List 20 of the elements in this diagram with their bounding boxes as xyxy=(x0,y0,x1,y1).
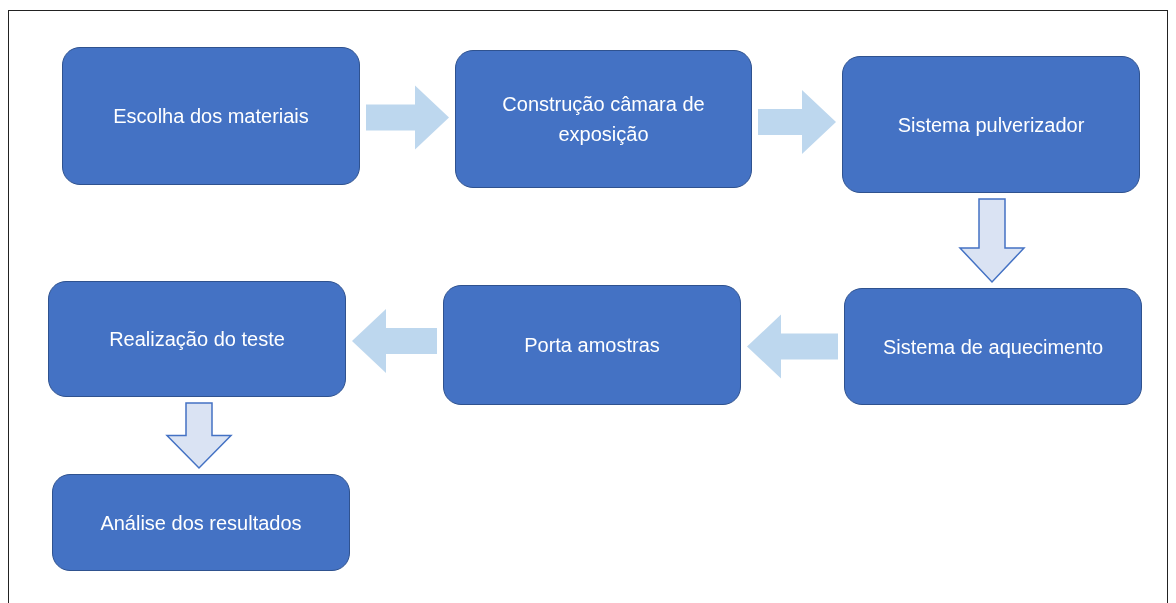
process-box xyxy=(844,288,1142,405)
box-label: Porta amostras xyxy=(524,333,660,358)
block-arrow xyxy=(758,90,836,154)
process-box xyxy=(48,281,346,397)
box-label: Sistema de aquecimento xyxy=(882,334,1104,360)
box-label: Análise dos resultados xyxy=(100,510,302,536)
process-box xyxy=(62,47,360,185)
process-box xyxy=(842,56,1140,193)
block-arrow xyxy=(958,198,1026,284)
box-label: Construção câmara de exposição xyxy=(501,92,706,147)
box-label: Escolha dos materiais xyxy=(113,104,309,129)
process-box xyxy=(443,285,741,405)
box-label: Sistema pulverizador xyxy=(897,112,1085,138)
block-arrow xyxy=(747,314,838,379)
process-box xyxy=(52,474,350,571)
block-arrow xyxy=(366,85,449,150)
process-box xyxy=(455,50,752,188)
block-arrow xyxy=(165,402,233,470)
block-arrow xyxy=(352,309,437,373)
box-label: Realização do teste xyxy=(109,327,285,352)
